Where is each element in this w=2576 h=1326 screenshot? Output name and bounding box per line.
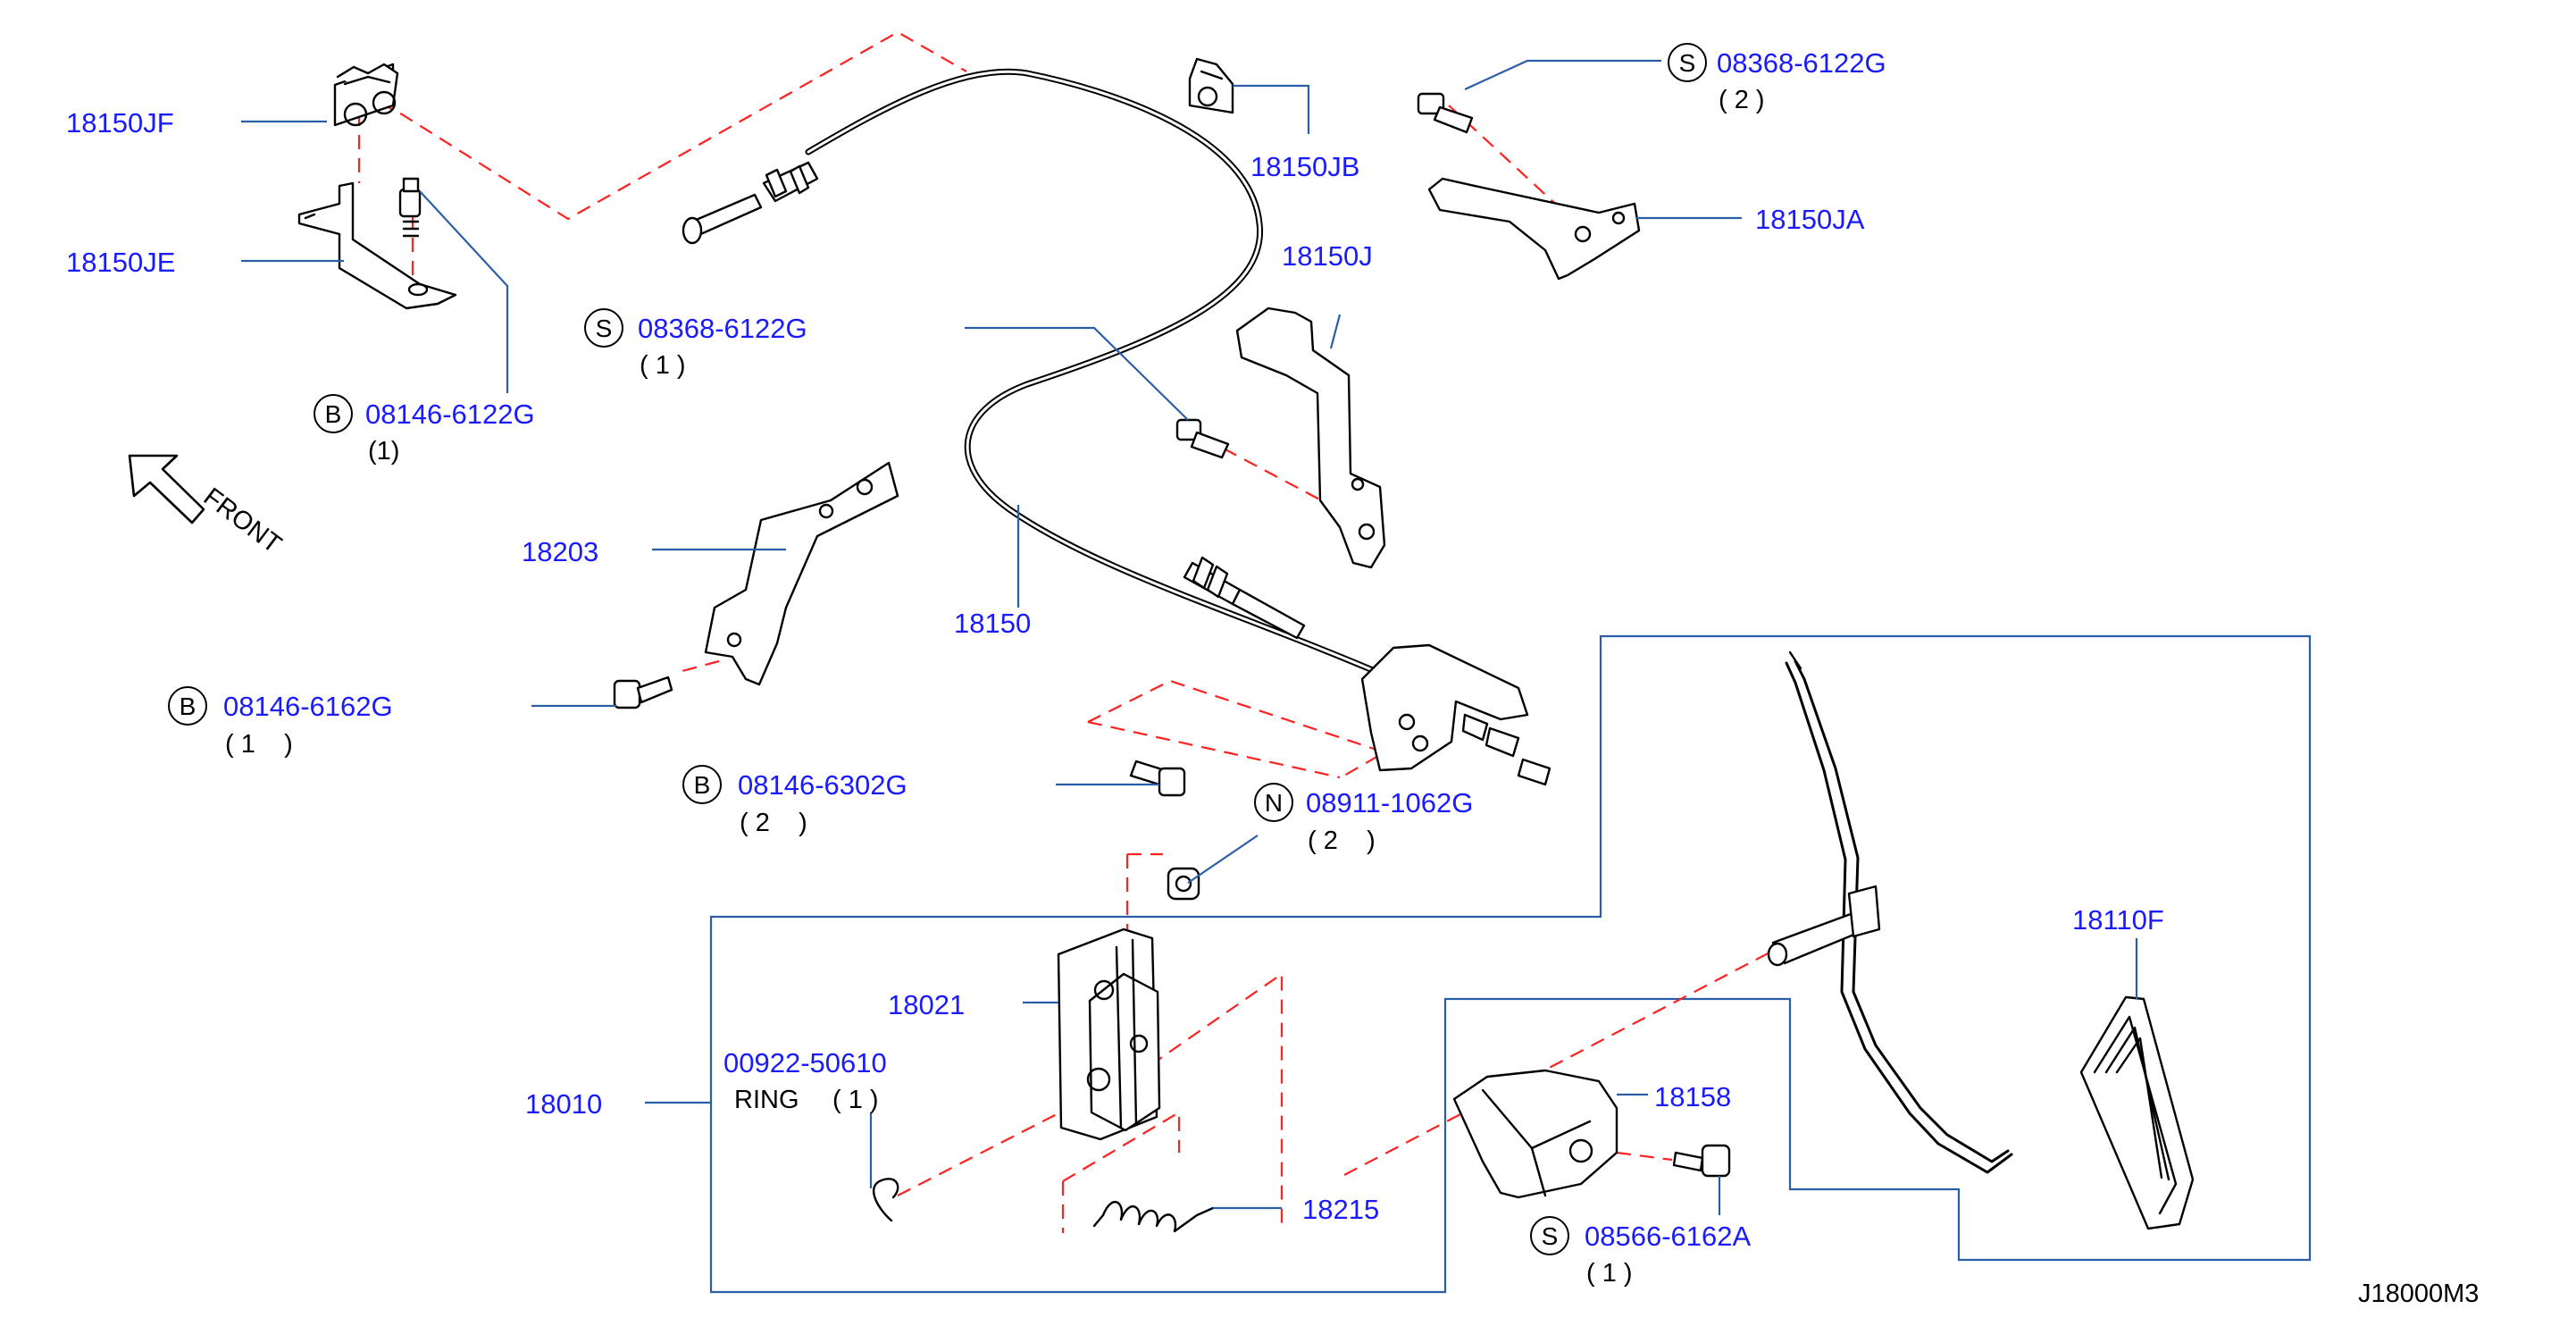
label-18158: 18158 [1654, 1081, 1731, 1112]
label-18150JF: 18150JF [66, 107, 174, 138]
snap-ring-00922-50610-drawing [873, 1178, 899, 1222]
nut-08911-1062G-drawing [1167, 867, 1200, 901]
bracket-18150J-drawing [1235, 306, 1386, 569]
label-18150J: 18150J [1282, 240, 1373, 272]
cable-end-bracket-drawing [1360, 643, 1551, 786]
fastener-callout-b-08146-6302G: B 08146-6302G ( 2 ) [682, 765, 907, 837]
bolt-08146-6302G-drawing [1129, 760, 1186, 797]
clip-18150JB-drawing [1188, 57, 1234, 114]
stopper-18158-drawing [1452, 1069, 1618, 1199]
leader-lines [241, 59, 2138, 1215]
spring-18215-drawing [1092, 1201, 1215, 1233]
fastener-callout-b-08146-6162G: B 08146-6162G ( 1 ) [168, 686, 393, 759]
prefix-badge [1530, 1216, 1569, 1255]
fastener-qty: ( 1 ) [1586, 1259, 1633, 1288]
prefix-badge [1254, 783, 1293, 822]
prefix-badge [584, 308, 623, 348]
fastener-qty: (1) [368, 437, 399, 466]
prefix-letter: S [596, 315, 613, 342]
fastener-qty: ( 1 ) [640, 351, 686, 380]
fastener-part-number: 08368-6122G [1717, 47, 1886, 79]
label-18150JA: 18150JA [1755, 204, 1865, 235]
prefix-badge [314, 394, 353, 433]
label-ring-text: RING [734, 1086, 799, 1114]
label-18010: 18010 [525, 1088, 602, 1120]
fastener-part-number: 08146-6122G [365, 399, 535, 430]
fastener-callout-s-08368-6122G-1: S 08368-6122G ( 1 ) [584, 308, 807, 380]
bracket-18203-drawing [704, 461, 899, 686]
label-18203: 18203 [522, 536, 598, 567]
fastener-callout-n-08911-1062G: N 08911-1062G ( 2 ) [1254, 783, 1473, 855]
fastener-qty: ( 2 ) [1719, 86, 1765, 114]
fastener-callout-s-08368-6122G-2: S 08368-6122G ( 2 ) [1668, 43, 1886, 114]
prefix-letter: B [180, 692, 197, 720]
prefix-badge [1668, 43, 1707, 82]
fastener-part-number: 08368-6122G [638, 313, 807, 344]
clip-18150JF-drawing [333, 63, 399, 127]
prefix-letter: N [1265, 789, 1283, 817]
fastener-qty: ( 2 ) [740, 809, 807, 837]
fastener-part-number: 08566-6162A [1585, 1221, 1751, 1252]
bracket-18150JA-drawing [1427, 177, 1641, 281]
fastener-part-number: 08146-6302G [738, 769, 907, 801]
label-18150: 18150 [954, 608, 1031, 639]
prefix-badge [682, 765, 722, 804]
bolt-08146-6162G-drawing [613, 676, 673, 709]
label-ring-qty: ( 1 ) [832, 1086, 879, 1114]
pedal-pad-18110F-drawing [2079, 995, 2195, 1230]
fastener-callout-s-08566-6162A: S 08566-6162A ( 1 ) [1530, 1216, 1751, 1288]
accelerator-cable-18150-drawing [682, 68, 1397, 683]
fastener-qty: ( 1 ) [225, 730, 293, 759]
label-18215: 18215 [1302, 1194, 1379, 1225]
fastener-qty: ( 2 ) [1308, 827, 1376, 855]
bolt-08146-6122G-drawing [398, 177, 422, 238]
fastener-callout-b-08146-6122G: B 08146-6122G (1) [314, 394, 535, 466]
front-arrow-icon [128, 454, 205, 525]
label-18021: 18021 [888, 989, 965, 1020]
bracket-18150JE-drawing [297, 181, 457, 310]
assembly-frame-18010 [709, 634, 2312, 1294]
fastener-part-number: 08146-6162G [223, 691, 393, 722]
bolt-08368-6122G-b-drawing [1175, 418, 1230, 459]
prefix-letter: B [694, 771, 711, 799]
pedal-arm-drawing [1767, 650, 2013, 1174]
label-18150JB: 18150JB [1250, 151, 1359, 182]
diagram-id: J18000M3 [2358, 1280, 2479, 1308]
prefix-letter: B [325, 400, 342, 428]
prefix-letter: S [1542, 1222, 1559, 1250]
fastener-part-number: 08911-1062G [1306, 787, 1473, 818]
prefix-letter: S [1679, 49, 1696, 77]
bolt-08368-6122G-a-drawing [1417, 92, 1474, 134]
bracket-18021-drawing [1057, 927, 1161, 1141]
prefix-badge [168, 686, 207, 726]
label-ring-part-number: 00922-50610 [723, 1047, 887, 1078]
label-18150JE: 18150JE [66, 247, 175, 278]
front-label: FRONT [198, 483, 287, 559]
bolt-08566-6162A-drawing [1672, 1144, 1731, 1178]
label-18110F: 18110F [2072, 904, 2164, 936]
